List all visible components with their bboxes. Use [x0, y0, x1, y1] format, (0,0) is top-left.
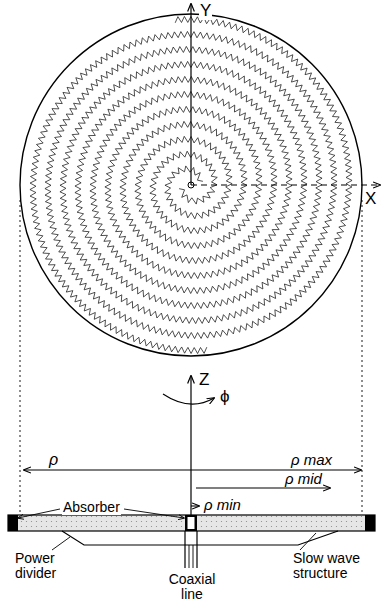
spiral-arm — [30, 31, 337, 353]
absorber-block — [8, 515, 18, 531]
coax-opening — [188, 517, 195, 529]
coax-conductor — [189, 545, 190, 568]
dimension-label: ρ max — [290, 452, 333, 468]
coax-conductor — [196, 531, 197, 568]
leader-line — [18, 509, 60, 518]
rho-arrow — [24, 469, 191, 470]
part-name: Absorber — [62, 500, 121, 515]
z-axis — [190, 376, 191, 515]
dimension-label: ρ min — [203, 497, 242, 513]
part-name: Slow wave structure — [292, 551, 380, 580]
projection-line — [20, 200, 21, 515]
rho-mid-arrow — [196, 487, 330, 488]
y-axis — [190, 4, 191, 185]
axis-label: X — [364, 190, 377, 208]
leader-line — [300, 533, 316, 550]
x-axis — [191, 184, 380, 185]
slow-wave-slab — [8, 515, 375, 531]
part-name: Coaxial line — [161, 572, 223, 601]
absorber-block — [185, 515, 197, 531]
absorber-block — [365, 515, 375, 531]
coax-conductor — [184, 531, 185, 568]
projection-line — [362, 200, 363, 515]
leader-line — [52, 537, 70, 550]
phi-arrow — [163, 394, 214, 404]
axis-label: Z — [198, 371, 210, 389]
axis-label: Y — [199, 2, 212, 20]
coax-conductor — [193, 545, 194, 568]
dimension-label: ρ — [48, 452, 59, 469]
part-name: Power divider — [14, 551, 78, 580]
rho-max-arrow — [191, 469, 361, 470]
leader-line — [124, 509, 184, 518]
rho-min-arrow — [191, 505, 199, 506]
dimension-label: ρ mid — [284, 471, 323, 487]
power-divider-shape — [62, 531, 338, 545]
angle-label: ϕ — [219, 388, 231, 406]
